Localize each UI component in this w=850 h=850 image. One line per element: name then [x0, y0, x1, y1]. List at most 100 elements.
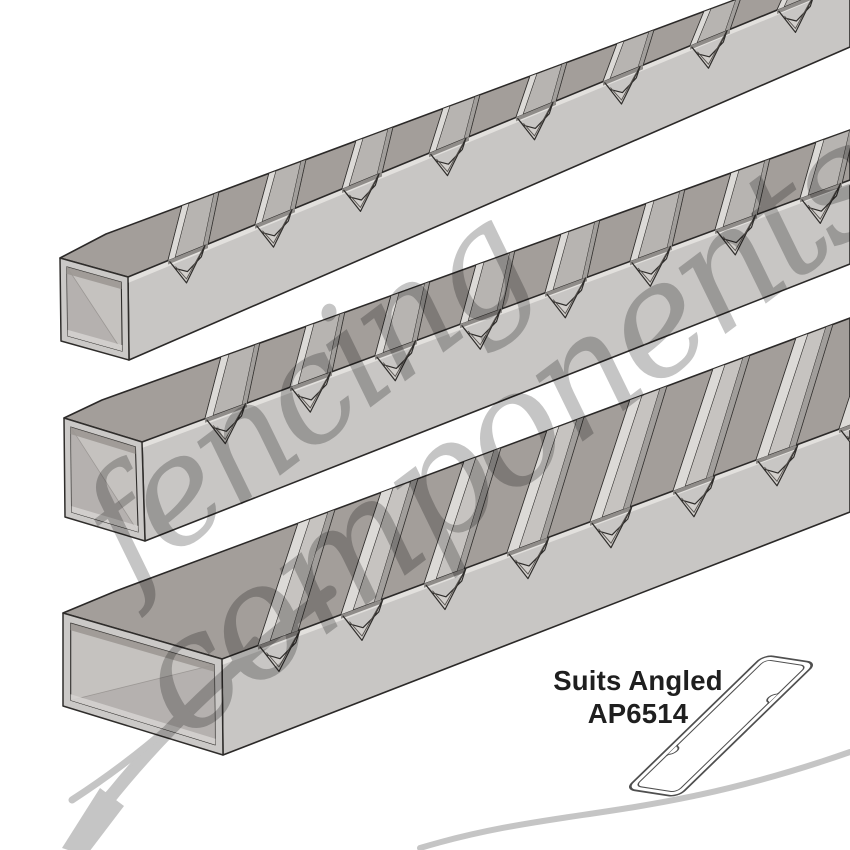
slot-front-shadow	[756, 445, 796, 464]
chevron-fold-line	[349, 180, 376, 209]
slot-front-shadow	[545, 277, 587, 297]
slot-wall-light	[254, 170, 277, 226]
profile-outer-outline	[629, 655, 813, 797]
product-label-line1: Suits Angled	[553, 665, 723, 696]
slot-wall-light	[689, 8, 712, 47]
chevron-tab	[343, 173, 380, 212]
interior-top-sliver	[70, 623, 215, 672]
notched-rail-top	[59, 0, 850, 361]
chevron-fold-line	[297, 378, 327, 409]
interior-top-sliver	[70, 427, 136, 454]
chevron-fold-line	[523, 108, 550, 137]
slot-wall-light	[544, 231, 570, 294]
slot-wall-dark	[724, 0, 741, 32]
slot-front-shadow	[341, 599, 381, 619]
slot-front-shadow	[290, 371, 332, 392]
chevron-tab	[691, 30, 728, 69]
slot-front-shadow	[590, 507, 630, 526]
slot-wall-light	[374, 292, 400, 357]
slot-front-shadow	[424, 568, 464, 588]
chevron-tab	[425, 567, 467, 611]
chevron-fold-line	[432, 575, 463, 606]
slot-front-shadow	[630, 245, 672, 266]
slot-wall-dark	[539, 416, 585, 541]
front-edge-bevel	[128, 0, 814, 283]
slot-front-shadow	[168, 244, 208, 265]
chevron-fold-line	[784, 1, 811, 30]
chevron-tab	[674, 474, 716, 518]
slot-wall-light	[506, 425, 560, 554]
chevron-tab	[778, 0, 813, 34]
chevron-fold-line	[349, 605, 380, 637]
product-label: Suits Angled AP6514	[493, 664, 783, 730]
slot-wall-light	[589, 395, 643, 523]
chevron-tab	[801, 182, 842, 224]
slot-front-shadow	[205, 403, 247, 423]
chevron-fold-line	[212, 410, 242, 441]
chevron-tab	[517, 101, 554, 141]
chevron-fold-line	[262, 215, 289, 244]
product-label-line2: AP6514	[587, 698, 689, 729]
quill-nib	[62, 788, 124, 850]
slot-wall-dark	[788, 324, 834, 448]
chevron-fold-line	[697, 36, 724, 65]
chevron-tab	[591, 505, 633, 549]
interior-corner-line	[70, 664, 215, 701]
chevron-tab	[430, 137, 467, 177]
chevron-fold-line	[266, 636, 297, 668]
slot-wall-dark	[622, 385, 668, 510]
chevron-fold-line	[467, 315, 497, 346]
slot-front-shadow	[375, 340, 417, 360]
slot-front-shadow	[673, 476, 713, 495]
chevron-tab	[757, 443, 799, 487]
chevron-tab	[376, 340, 417, 382]
chevron-tab	[840, 430, 850, 444]
chevron-tab	[508, 536, 550, 580]
chevron-tab	[342, 598, 384, 642]
chevron-tab	[169, 244, 206, 284]
chevron-fold-line	[764, 451, 795, 483]
chevron-fold-line	[175, 251, 202, 280]
slot-wall-dark	[456, 447, 502, 572]
interior-top-sliver	[66, 266, 122, 290]
chevron-fold-line	[681, 482, 712, 514]
slot-front-shadow	[715, 214, 757, 234]
slot-wall-dark	[637, 29, 655, 68]
chevron-tab	[206, 403, 247, 445]
slot-front-shadow	[800, 183, 842, 203]
chevron-fold-line	[382, 347, 412, 378]
chevron-tab	[546, 277, 587, 319]
slot-front-shadow	[255, 208, 295, 229]
chevron-tab	[461, 308, 502, 350]
slot-wall-light	[714, 169, 740, 231]
chevron-tab	[631, 245, 672, 287]
chevron-tab	[256, 208, 293, 248]
interior-corner-line	[66, 266, 123, 352]
profile-screw-flute-right	[766, 692, 780, 704]
chevron-fold-line	[637, 253, 667, 283]
profile-screw-flute-left	[665, 744, 680, 756]
slot-wall-light	[838, 394, 850, 430]
profile-inner-outline	[637, 659, 805, 792]
slot-wall-light	[602, 40, 625, 82]
slot-wall-light	[799, 139, 825, 199]
slot-wall-dark	[373, 478, 419, 603]
chevron-fold-line	[515, 544, 546, 575]
chevron-tab	[604, 65, 641, 105]
slot-wall-light	[341, 138, 364, 190]
chevron-tab	[259, 629, 301, 673]
slot-front-shadow	[507, 537, 547, 557]
angled-slat-profile-icon	[629, 655, 813, 797]
chevron-fold-line	[807, 190, 837, 220]
interior-bottom-highlight	[71, 506, 139, 532]
chevron-fold-line	[598, 513, 629, 544]
interior-corner-line	[70, 426, 139, 533]
notched-rail-middle	[63, 129, 850, 542]
chevron-tab	[716, 214, 757, 256]
slot-front-shadow	[603, 65, 643, 86]
slot-wall-dark	[290, 509, 336, 634]
chevron-tab	[291, 371, 332, 413]
slot-front-shadow	[460, 308, 502, 329]
chevron-fold-line	[436, 144, 463, 173]
